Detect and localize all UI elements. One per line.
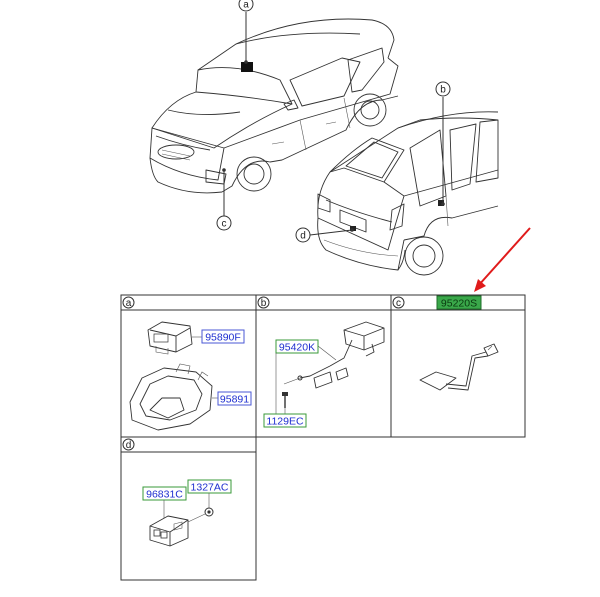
part-96831C[interactable]: 96831C: [142, 486, 187, 501]
wiring-harness-illustration: [419, 343, 499, 391]
callout-d-label: d: [300, 231, 306, 242]
part-95220S-label: 95220S: [441, 298, 477, 310]
panel-grid: [120, 294, 526, 581]
part-95420K-label: 95420K: [279, 342, 315, 354]
rear-camera-illustration: [149, 515, 189, 547]
panel-c-label: c: [396, 298, 401, 309]
callout-b: [435, 81, 451, 97]
part-1129EC-label: 1129EC: [266, 416, 304, 428]
panel-d-header: d: [122, 438, 135, 451]
red-arrow-icon: [474, 227, 531, 292]
part-1327AC-label: 1327AC: [191, 482, 229, 494]
part-1129EC[interactable]: 1129EC: [263, 413, 307, 428]
callout-c: [216, 215, 232, 231]
part-1327AC[interactable]: 1327AC: [187, 479, 232, 494]
front-camera-marker: [241, 62, 253, 72]
callout-a-label: a: [243, 0, 249, 11]
panel-c-header: c: [392, 296, 405, 309]
camera-cover-illustration: [129, 363, 213, 431]
part-95891-label: 95891: [220, 394, 249, 406]
callout-a: [238, 0, 254, 12]
part-95890F[interactable]: 95890F: [201, 329, 245, 344]
screw-illustration: [282, 392, 288, 408]
part-96831C-label: 96831C: [146, 489, 183, 501]
panel-d-label: d: [126, 440, 132, 451]
nut-illustration: [204, 507, 214, 517]
callout-c-label: c: [222, 219, 227, 230]
callout-b-label: b: [440, 85, 446, 96]
part-95890F-label: 95890F: [205, 332, 241, 344]
side-camera-bracket-illustration: [283, 321, 385, 389]
panel-b-label: b: [261, 298, 267, 309]
rear-car-illustration: [317, 111, 499, 276]
part-95220S[interactable]: 95220S: [436, 295, 482, 310]
part-95891[interactable]: 95891: [217, 391, 252, 406]
part-95420K[interactable]: 95420K: [275, 339, 319, 354]
panel-b-header: b: [257, 296, 270, 309]
callout-d: [295, 227, 311, 243]
front-camera-part-illustration: [147, 321, 193, 355]
panel-a-header: a: [122, 296, 135, 309]
panel-a-label: a: [126, 298, 132, 309]
front-car-illustration: [149, 18, 399, 194]
